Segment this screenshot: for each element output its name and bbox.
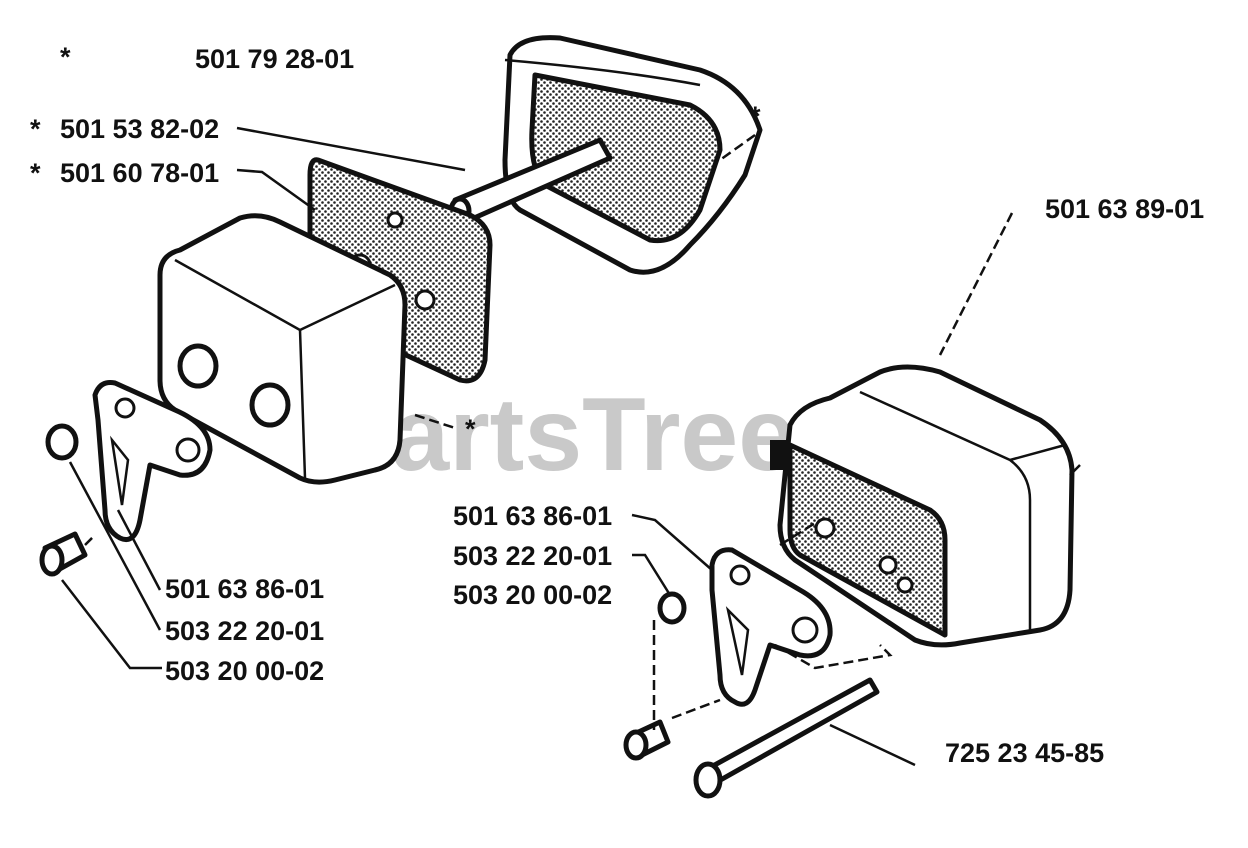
label-725-23-45-85: 725 23 45-85 [945, 738, 1104, 768]
muffler-cover-top [502, 35, 763, 275]
label-right-501-63-86-01: 501 63 86-01 [453, 501, 612, 531]
bolt [693, 677, 880, 799]
screw-right [623, 719, 671, 761]
label-right-503-22-20-01: 503 22 20-01 [453, 541, 612, 571]
label-501-53-82-02: 501 53 82-02 [60, 114, 219, 144]
label-right-503-20-00-02: 503 20 00-02 [453, 580, 612, 610]
label-left-501-63-86-01: 501 63 86-01 [165, 574, 324, 604]
muffler-complete-right [770, 364, 1075, 648]
bracket-left [92, 380, 213, 542]
label-501-60-78-01: 501 60 78-01 [60, 158, 219, 188]
label-501-79-28-01: 501 79 28-01 [195, 44, 354, 74]
leader-lines [61, 126, 1081, 767]
top-left-star: * [60, 42, 71, 72]
screw-left [39, 531, 88, 577]
washer-left [45, 423, 79, 461]
muffler-body-left [157, 213, 408, 485]
stud-star: * [30, 114, 41, 144]
cover-star: * [750, 101, 761, 131]
body-star: * [465, 414, 476, 444]
bracket-right [709, 547, 833, 707]
label-left-503-20-00-02: 503 20 00-02 [165, 656, 324, 686]
label-501-63-89-01: 501 63 89-01 [1045, 194, 1204, 224]
washer-right [657, 591, 687, 625]
gasket-star: * [30, 158, 41, 188]
label-left-503-22-20-01: 503 22 20-01 [165, 616, 324, 646]
